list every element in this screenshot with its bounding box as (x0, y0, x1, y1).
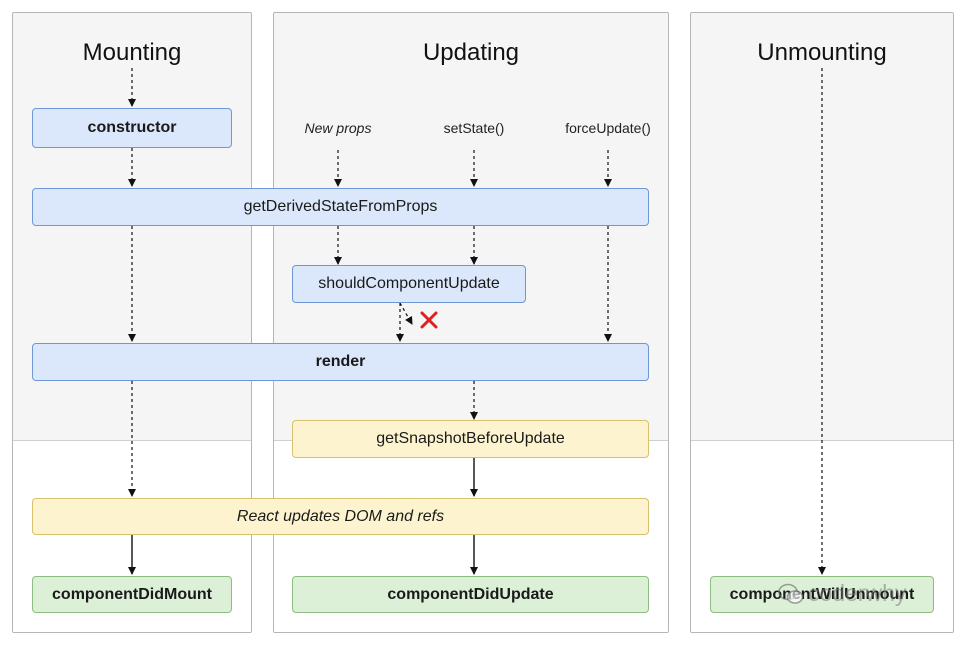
trigger-new-props: New props (304, 120, 372, 136)
watermark: coderwhy (778, 580, 906, 607)
updating-title: Updating (422, 39, 520, 66)
should-component-update-node: shouldComponentUpdate (292, 265, 526, 303)
arrow-scu-cancel (399, 302, 413, 325)
trigger-force-update: forceUpdate() (565, 120, 651, 136)
constructor-node: constructor (32, 108, 232, 148)
component-will-unmount-node: componentWillUnmount (710, 576, 934, 613)
mounting-title: Mounting (82, 39, 182, 66)
get-derived-state-from-props-node: getDerivedStateFromProps (32, 188, 649, 226)
unmounting-title: Unmounting (757, 39, 887, 66)
trigger-set-state: setState() (443, 120, 505, 136)
get-snapshot-before-update-node: getSnapshotBeforeUpdate (292, 420, 649, 458)
react-updates-dom-node: React updates DOM and refs (32, 498, 649, 535)
cancel-x-icon (420, 311, 438, 329)
wechat-icon (778, 583, 804, 604)
render-node: render (32, 343, 649, 381)
watermark-text: coderwhy (808, 580, 907, 606)
component-did-update-node: componentDidUpdate (292, 576, 649, 613)
component-did-mount-node: componentDidMount (32, 576, 232, 613)
